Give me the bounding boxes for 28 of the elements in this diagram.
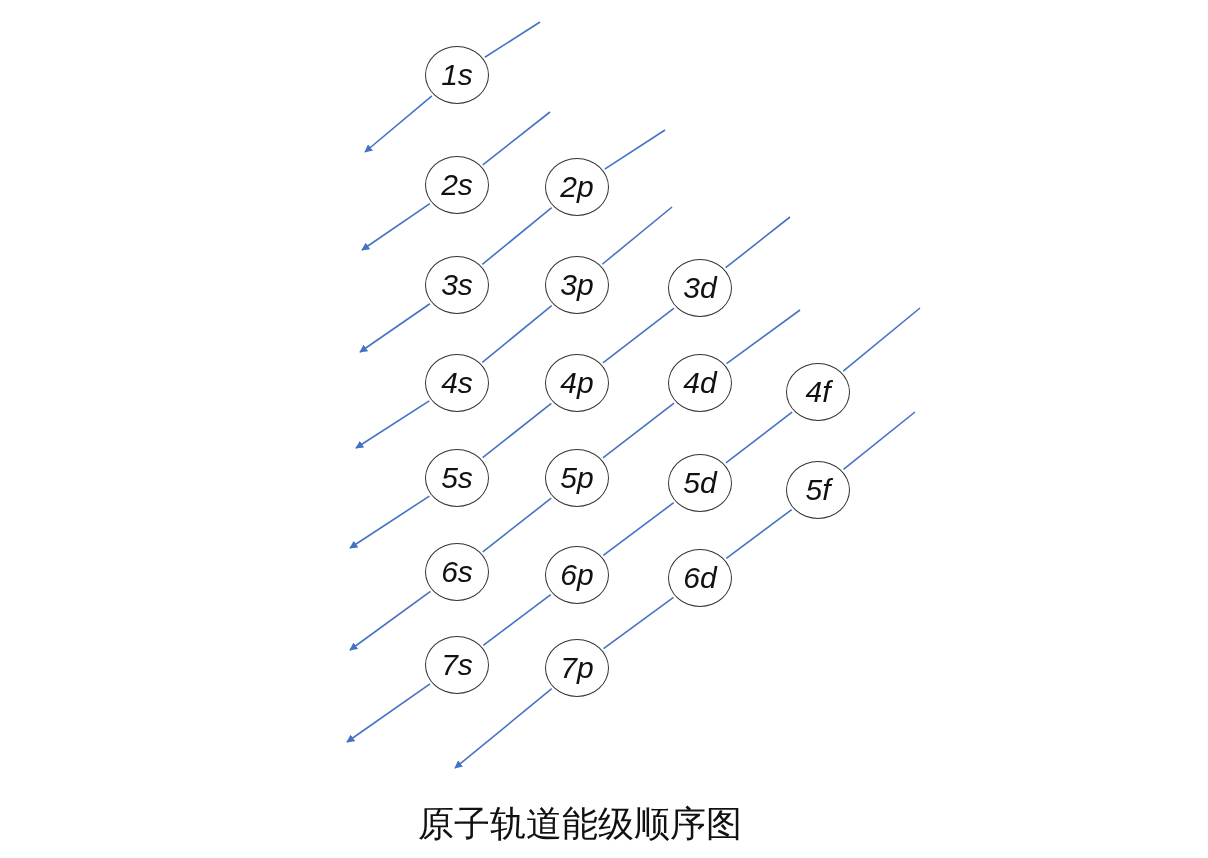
line — [725, 508, 793, 560]
arrow — [361, 202, 431, 251]
line — [603, 129, 666, 170]
arrow — [454, 687, 553, 769]
line — [481, 206, 553, 266]
line — [842, 411, 916, 471]
arrow — [359, 302, 431, 353]
line — [602, 307, 675, 364]
caption: 原子轨道能级顺序图 — [418, 802, 742, 846]
line — [602, 501, 675, 557]
line — [842, 307, 921, 373]
line — [724, 216, 791, 269]
line — [484, 21, 541, 58]
arrow — [349, 495, 431, 549]
line — [482, 497, 552, 553]
arrow — [349, 590, 432, 651]
line — [725, 411, 793, 464]
line — [481, 111, 551, 166]
line — [602, 402, 675, 459]
arrow — [346, 683, 431, 743]
line — [725, 309, 801, 365]
arrow — [364, 95, 433, 153]
line — [602, 596, 675, 650]
line — [481, 402, 553, 459]
arrow — [355, 400, 431, 449]
line — [601, 206, 673, 266]
line — [482, 593, 552, 647]
line — [481, 304, 553, 364]
